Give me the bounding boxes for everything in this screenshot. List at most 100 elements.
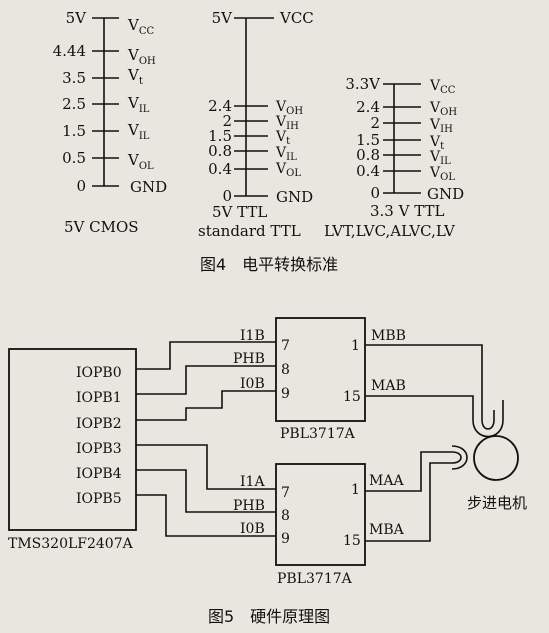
level-label: Vt	[429, 134, 444, 152]
level-label: VIL	[275, 145, 297, 163]
driver-top-name: PBL3717A	[280, 426, 356, 442]
level-value: 5V	[66, 9, 88, 27]
driver-bottom-pin-num: 1	[351, 482, 360, 498]
wire-mba	[365, 462, 452, 542]
wire-mab	[365, 395, 474, 420]
motor-coil-a-outer	[451, 445, 468, 470]
driver-top-box	[275, 317, 366, 422]
level-value: 1.5	[208, 127, 232, 145]
ladder-caption: 5V CMOS	[64, 218, 139, 236]
level-label: VOH	[127, 46, 156, 67]
driver-bottom-pin-num: 15	[343, 533, 361, 549]
wire-maa	[365, 451, 452, 492]
level-value: 0	[222, 187, 232, 205]
ladder-5v-cmos: 5V 4.44 3.5 2.5 1.5 0.5 0 VCC VOH Vt VIL…	[53, 9, 168, 236]
dsp-chip-name: TMS320LF2407A	[8, 536, 134, 552]
ladder-3v3-ttl: 3.3V 2.4 2 1.5 0.8 0.4 0 VCC VOH VIH Vt …	[324, 75, 464, 240]
ladder-caption: 5V TTL	[212, 203, 267, 221]
motor-coil-b-outer	[472, 400, 504, 438]
level-value: 2.4	[356, 98, 380, 116]
ladder-subcaption: standard TTL	[198, 222, 301, 240]
level-value: 5V	[212, 9, 234, 27]
level-value: 4.44	[53, 42, 86, 60]
level-label: GND	[276, 188, 313, 206]
level-value: 0.4	[208, 160, 232, 178]
stepper-motor-label: 步进电机	[467, 494, 527, 512]
figure5-hardware-schematic: TMS320LF2407A IOPB0 IOPB1 IOPB2 IOPB3 IO…	[8, 317, 527, 626]
level-label: VOL	[429, 165, 455, 183]
figure5-title: 图5 硬件原理图	[208, 607, 330, 626]
level-value: 0	[370, 184, 380, 202]
level-label: VOL	[275, 161, 301, 179]
driver-bottom-signal: PHB	[233, 498, 265, 514]
driver-top-signal: I0B	[240, 376, 265, 392]
level-label: VCC	[127, 16, 154, 37]
level-label: VOL	[127, 151, 154, 172]
level-label: VIH	[429, 117, 453, 135]
driver-top-pin-num: 1	[351, 338, 360, 354]
level-value: 2.4	[208, 97, 232, 115]
wires-dsp-to-top-driver	[136, 341, 276, 421]
dsp-pin-label: IOPB0	[76, 365, 122, 381]
level-label: Vt	[275, 129, 290, 147]
driver-top-signal: MBB	[371, 328, 406, 344]
wire-iopb3-i1a	[136, 444, 276, 490]
ladder-5v-ttl: 5V 2.4 2 1.5 0.8 0.4 0 VCC VOH VIH Vt VI…	[198, 9, 314, 240]
wire-mbb	[365, 344, 483, 420]
driver-bottom-pin-num: 8	[281, 508, 290, 524]
level-value: 2	[370, 114, 380, 132]
dsp-pin-label: IOPB5	[76, 491, 122, 507]
driver-bottom-name: PBL3717A	[277, 571, 353, 587]
driver-top-pin-num: 9	[281, 386, 290, 402]
level-value: 0.8	[208, 142, 232, 160]
motor-coil-b	[481, 410, 495, 430]
wire-iopb0-i1b	[136, 341, 276, 370]
wire-iopb5-i0b	[136, 494, 276, 537]
motor-coil-a	[451, 451, 462, 464]
level-label: VIL	[429, 149, 451, 167]
level-value: 3.3V	[345, 75, 381, 93]
stepper-motor-icon	[473, 435, 519, 481]
ladder-caption: 3.3 V TTL	[370, 202, 445, 220]
driver-bottom-signal: I1A	[240, 474, 265, 490]
driver-bottom-pin-num: 9	[281, 531, 290, 547]
driver-top-signal: MAB	[371, 378, 406, 394]
figure4-voltage-standards: 5V 4.44 3.5 2.5 1.5 0.5 0 VCC VOH Vt VIL…	[53, 9, 465, 274]
level-label: VCC	[279, 9, 314, 27]
wire-iopb1-phb	[136, 365, 276, 395]
level-value: 0.5	[62, 149, 86, 167]
driver-bottom-signal: MBA	[369, 522, 405, 538]
driver-bottom-signal: MAA	[369, 473, 404, 489]
dsp-pin-label: IOPB2	[76, 416, 122, 432]
dsp-pin-label: IOPB4	[76, 466, 122, 482]
level-value: 2.5	[62, 95, 86, 113]
wires-drivers-to-motor	[365, 344, 504, 542]
level-label: GND	[427, 185, 464, 203]
driver-top-pin-num: 15	[343, 389, 361, 405]
driver-top-signal: PHB	[233, 351, 265, 367]
driver-top-signal: I1B	[240, 328, 265, 344]
level-value: 0.8	[356, 146, 380, 164]
level-label: GND	[130, 178, 167, 196]
level-label: Vt	[127, 66, 143, 87]
level-label: VOH	[275, 99, 303, 117]
driver-top-pin-num: 7	[281, 338, 290, 354]
wire-iopb2-i0b	[136, 390, 276, 421]
level-label: VCC	[429, 78, 456, 96]
level-value: 1.5	[356, 131, 380, 149]
dsp-pin-label: IOPB1	[76, 390, 122, 406]
level-label: VIL	[127, 94, 150, 115]
dsp-chip-box	[8, 348, 137, 531]
level-value: 3.5	[62, 69, 86, 87]
level-label: VOH	[429, 100, 457, 118]
ladder-subcaption: LVT,LVC,ALVC,LV	[324, 222, 456, 240]
driver-bottom-pin-num: 7	[281, 485, 290, 501]
level-label: VIL	[127, 121, 150, 142]
wires-dsp-to-bottom-driver	[136, 444, 276, 537]
level-value: 1.5	[62, 122, 86, 140]
level-label: VIH	[275, 114, 299, 132]
figure4-title: 图4 电平转换标准	[200, 255, 338, 274]
driver-bottom-box	[275, 463, 366, 566]
driver-top-pin-num: 8	[281, 362, 290, 378]
